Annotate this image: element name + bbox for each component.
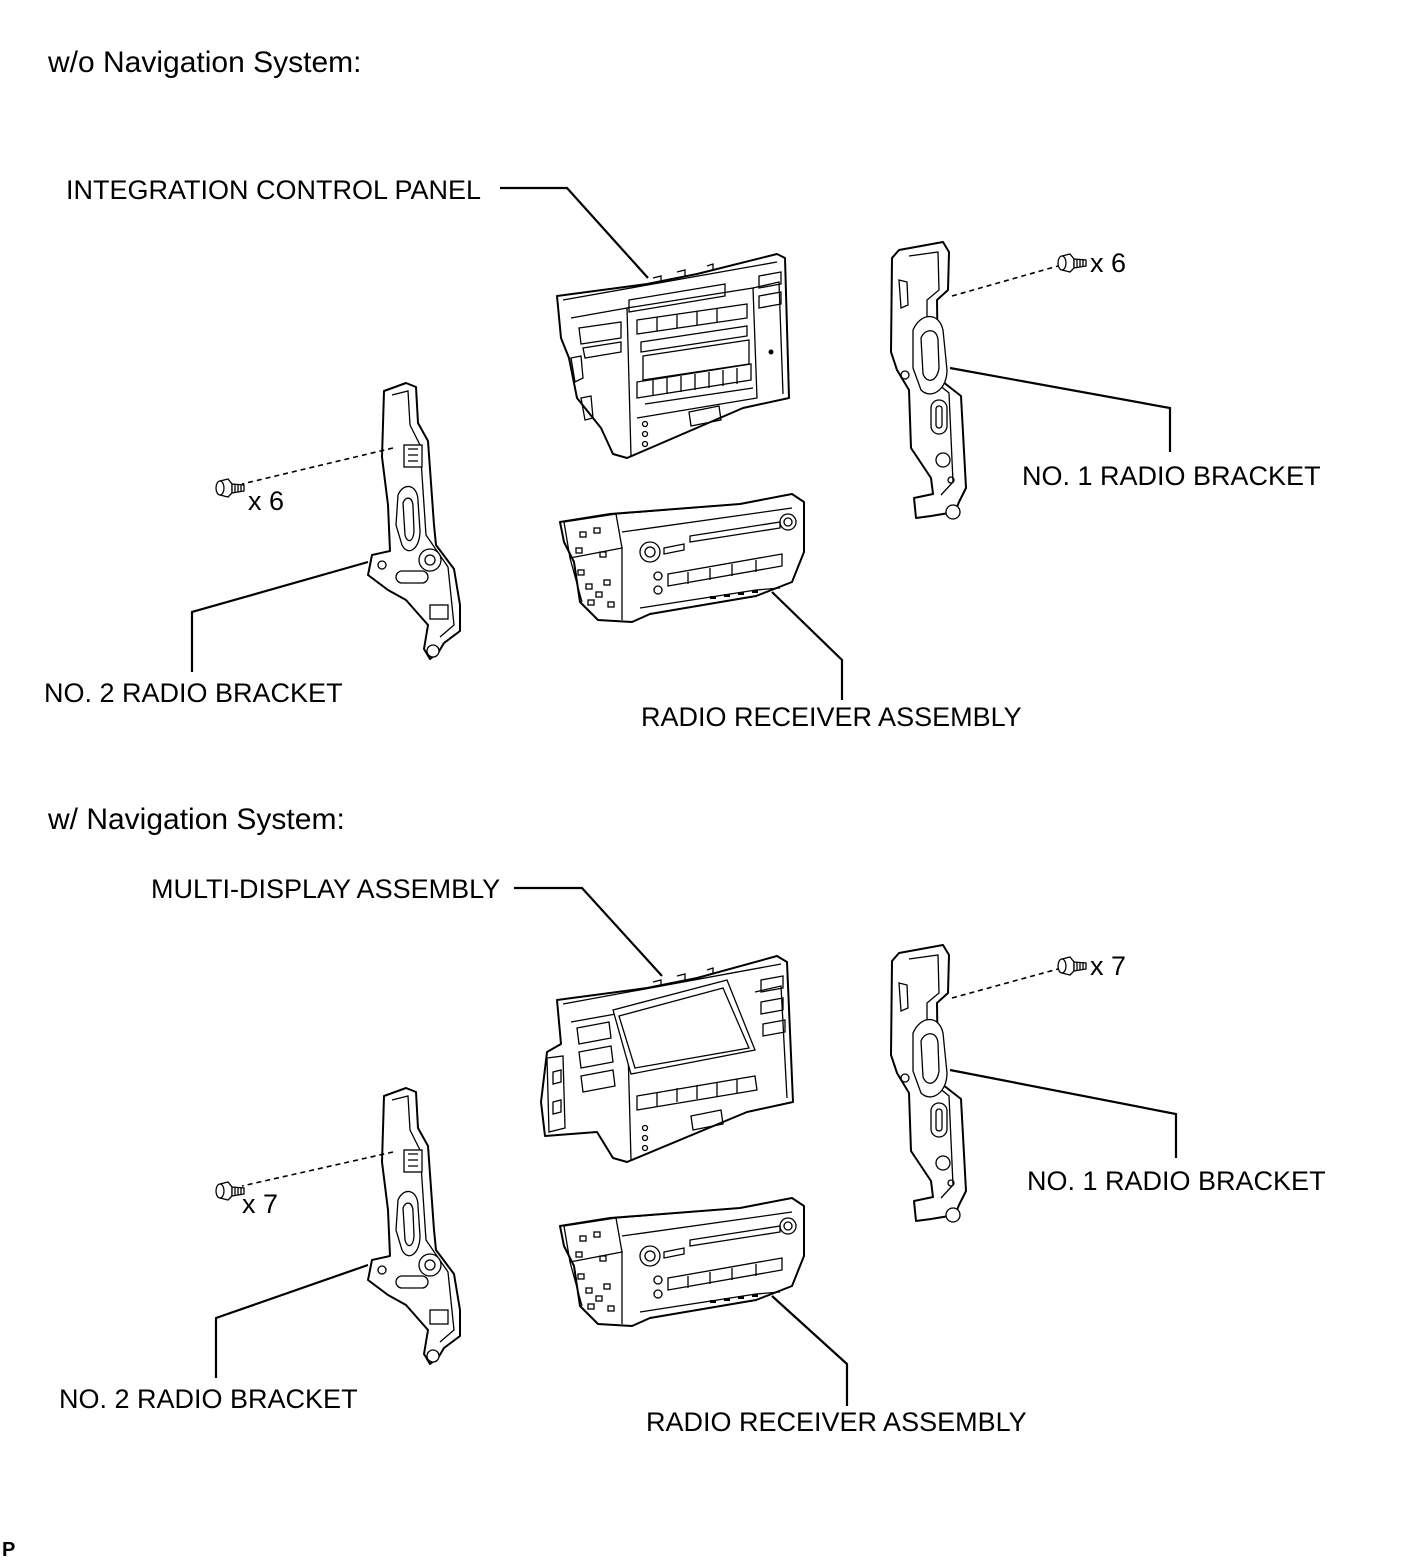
radio-receiver-assembly	[559, 493, 805, 623]
leader-line	[214, 1263, 369, 1378]
leader-line	[949, 366, 1172, 452]
bolt-icon	[1057, 956, 1087, 976]
fastener-path	[951, 968, 1059, 999]
no2-radio-bracket-label: NO. 2 RADIO BRACKET	[44, 678, 343, 708]
fastener-path	[241, 447, 394, 485]
multi-display-assembly-label: MULTI-DISPLAY ASSEMBLY	[151, 874, 500, 904]
section-heading: w/ Navigation System:	[47, 803, 345, 836]
section-with-navigation: w/ Navigation System: MULTI-DISPLAY ASSE…	[47, 803, 1326, 1437]
radio-receiver-assembly	[559, 1197, 805, 1327]
bolt-icon	[215, 478, 245, 498]
leader-line	[771, 1295, 849, 1406]
section-heading: w/o Navigation System:	[47, 46, 361, 79]
corner-code: P	[2, 1539, 15, 1561]
radio-receiver-assembly-label: RADIO RECEIVER ASSEMBLY	[641, 702, 1022, 732]
multi-display-assembly	[540, 955, 794, 1163]
no2-radio-bracket-label: NO. 2 RADIO BRACKET	[59, 1384, 358, 1414]
leader-line	[771, 591, 844, 700]
no2-radio-bracket	[367, 1087, 461, 1365]
no1-radio-bracket	[890, 241, 967, 520]
leader-line	[514, 886, 663, 977]
screw-quantity: x 7	[242, 1189, 278, 1219]
screw-quantity: x 6	[248, 486, 284, 516]
leader-line	[500, 186, 649, 279]
radio-receiver-assembly-label: RADIO RECEIVER ASSEMBLY	[646, 1407, 1027, 1437]
fastener-path	[241, 1151, 394, 1187]
no2-radio-bracket	[367, 382, 461, 660]
bolt-icon	[1057, 253, 1087, 273]
leader-line	[190, 560, 369, 672]
no1-radio-bracket	[890, 944, 967, 1223]
integration-control-panel-label: INTEGRATION CONTROL PANEL	[66, 175, 481, 205]
screw-quantity: x 6	[1090, 248, 1126, 278]
integration-control-panel	[556, 253, 790, 459]
no1-radio-bracket-label: NO. 1 RADIO BRACKET	[1022, 461, 1321, 491]
bolt-icon	[215, 1181, 245, 1201]
section-without-navigation: w/o Navigation System: INTEGRATION CONTR…	[44, 46, 1321, 732]
no1-radio-bracket-label: NO. 1 RADIO BRACKET	[1027, 1166, 1326, 1196]
fastener-path	[951, 265, 1059, 297]
leader-line	[949, 1068, 1178, 1158]
screw-quantity: x 7	[1090, 951, 1126, 981]
